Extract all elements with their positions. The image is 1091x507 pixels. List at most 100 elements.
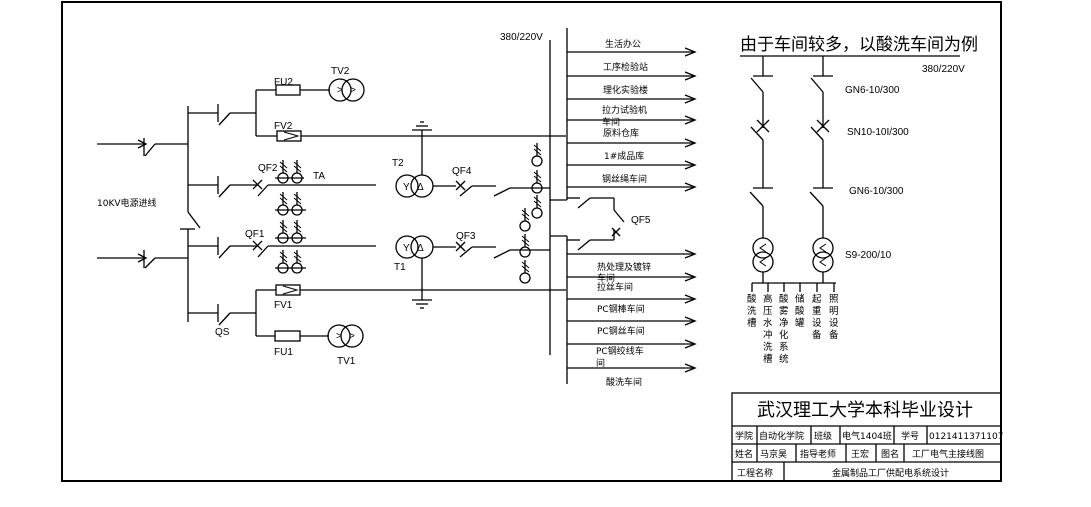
drawing-frame <box>61 1 1002 482</box>
detail-title: 由于车间较多，以酸洗车间为例 <box>740 35 978 55</box>
feeder-label: 酸洗车间 <box>606 376 642 388</box>
load-label-char: 起 <box>812 294 822 305</box>
breaker-blade <box>750 126 764 141</box>
project-label: 工程名称 <box>737 467 773 479</box>
ct-slash <box>521 265 530 273</box>
ct-coil <box>519 220 531 232</box>
name-value: 马京昊 <box>760 448 787 460</box>
load-label-char: 系 <box>779 342 789 353</box>
ct-coil <box>531 155 543 167</box>
load-label-char: 酸 <box>779 293 789 305</box>
advisor-value: 王宏 <box>851 448 869 460</box>
feeder-arrow <box>684 339 697 349</box>
transformer-t2 <box>395 121 456 198</box>
ct-slash <box>293 197 302 205</box>
ct-slash <box>533 148 542 156</box>
advisor-label: 指导老师 <box>800 448 836 460</box>
ct-slash <box>279 197 288 205</box>
load-label-char: 雾 <box>779 306 789 317</box>
university-title: 武汉理工大学本科毕业设计 <box>757 400 973 421</box>
label-t2: T2 <box>392 158 404 169</box>
title-block <box>731 392 1002 482</box>
svg-text:>: > <box>337 85 343 96</box>
load-label-char: 统 <box>779 353 789 365</box>
qf2-branch <box>188 176 376 198</box>
load-label-char: 罐 <box>795 317 805 329</box>
ct-slash <box>533 196 542 204</box>
ct-slash <box>279 221 288 229</box>
wye-symbol <box>819 257 827 267</box>
load-label-char: 酸 <box>747 293 757 305</box>
transformer-coil <box>752 251 774 273</box>
breaker-x <box>756 119 770 133</box>
pt-tv2-coil-a <box>328 78 352 102</box>
label-fu2: FU2 <box>274 77 293 88</box>
class-value: 电气1404班 <box>842 430 892 442</box>
feeder-arrow <box>684 272 697 282</box>
drawing-label: 图名 <box>881 448 899 460</box>
wye-symbol <box>759 243 767 253</box>
feeder-label: 理化实验楼 <box>603 84 648 96</box>
ct-slash <box>279 193 288 201</box>
ct-slash <box>533 175 542 183</box>
label-qf5: QF5 <box>631 215 651 226</box>
breaker-qf3 <box>455 241 550 259</box>
svg-text:>: > <box>350 85 356 96</box>
id-value: 0121411371107 <box>929 432 1003 442</box>
feeder-label: 车间 <box>602 116 620 128</box>
load-label-char: 备 <box>812 329 822 341</box>
ct-slash <box>521 261 530 269</box>
ct-slash <box>293 221 302 229</box>
ct-coil <box>531 207 543 219</box>
detail-bus-voltage: 380/220V <box>922 64 965 75</box>
bus-tie-switch <box>187 211 201 229</box>
ct-slash <box>279 161 288 169</box>
label-fv1: FV1 <box>274 300 293 311</box>
load-label-char: 槽 <box>747 317 757 329</box>
feeder-arrow <box>684 138 697 148</box>
lv-ct-group <box>519 143 543 284</box>
ct-group-ta <box>275 160 306 274</box>
incoming-line-2 <box>97 250 188 269</box>
wye-symbol <box>759 257 767 267</box>
svg-text:Δ: Δ <box>417 182 424 193</box>
ct-slash <box>279 255 288 263</box>
ct-coil <box>519 272 531 284</box>
load-label-char: 重 <box>812 305 822 317</box>
label-fv2: FV2 <box>274 121 293 132</box>
ct-slash <box>279 225 288 233</box>
feeder-label: 拉丝车间 <box>597 281 633 293</box>
label-transformer: S9-200/10 <box>845 250 892 261</box>
label-ta: TA <box>313 171 325 182</box>
feeder-arrow <box>684 294 697 304</box>
feeder-arrow <box>684 94 697 104</box>
feeder-label: 工序检验站 <box>603 61 648 73</box>
feeder-label: 热处理及镀锌 <box>597 261 651 273</box>
college-value: 自动化学院 <box>759 430 804 442</box>
ct-slash <box>533 171 542 179</box>
ct-slash <box>521 213 530 221</box>
breaker-blade <box>810 126 824 141</box>
load-label-char: 洗 <box>747 305 757 317</box>
college-label: 学院 <box>735 430 753 442</box>
isolator-blade <box>809 191 824 207</box>
ct-slash <box>279 165 288 173</box>
svg-text:>: > <box>336 331 342 342</box>
pt-branch-1: > > <box>188 284 364 348</box>
ct-slash <box>293 161 302 169</box>
label-t1: T1 <box>394 262 406 273</box>
ct-slash <box>293 225 302 233</box>
class-label: 班级 <box>814 430 832 442</box>
wye-symbol <box>819 243 827 253</box>
fuse-fu1 <box>274 330 301 342</box>
load-label-char: 明 <box>829 306 839 317</box>
label-tv1: TV1 <box>337 356 356 367</box>
label-qf1: QF1 <box>245 229 265 240</box>
load-label-char: 化 <box>779 329 789 341</box>
feeder-arrow <box>684 249 697 259</box>
load-label-char: 备 <box>829 329 839 341</box>
transformer-coil <box>812 237 834 259</box>
label-qf3: QF3 <box>456 231 476 242</box>
